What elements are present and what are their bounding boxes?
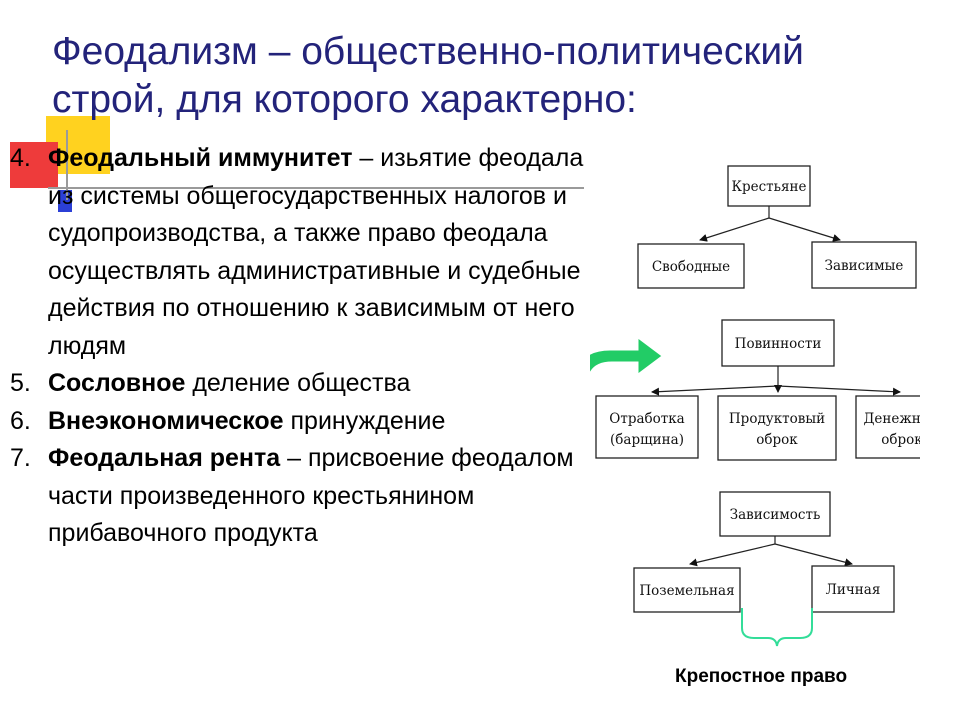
curly-brace-icon [741, 608, 813, 647]
box-produce-rent-label-1: Продуктовый [729, 411, 825, 427]
list-item-term: Внеэкономическое [48, 406, 284, 435]
list-item-number: 6. [10, 406, 38, 435]
box-labor-rent-label-1: Отработка [609, 411, 684, 427]
box-land [633, 567, 741, 613]
box-peasants-label: Крестьяне [732, 179, 807, 195]
list-item-description: деление общества [185, 369, 411, 397]
list-item-term: Сословное [48, 369, 186, 397]
box-free-label: Свободные [652, 259, 730, 275]
decor-red-square [10, 142, 58, 188]
list-item: 4. Феодальный иммунитет – изьятие феодал… [10, 140, 590, 365]
box-personal-label: Личная [826, 582, 881, 598]
decor-blue-square [58, 190, 72, 212]
list-item-text: Феодальная рента – присвоение феодалом ч… [48, 440, 590, 553]
decor-vertical-rule [66, 130, 68, 200]
list-item-number: 4. [10, 144, 38, 172]
box-duties [721, 319, 835, 367]
list-item-term: Феодальный иммунитет [48, 144, 353, 172]
list-item: 5. Сословное деление общества [10, 365, 590, 403]
list-body: 4. Феодальный иммунитет – изьятие феодал… [10, 140, 590, 553]
list-item-text: Феодальный иммунитет – изьятие феодала и… [48, 140, 590, 365]
box-dependent-label: Зависимые [825, 258, 904, 274]
list-item: 6. Внеэкономическое принуждение [10, 403, 590, 441]
box-free [637, 243, 745, 289]
list-item-number: 7. [10, 444, 38, 472]
box-money-rent-label-1: Денежный [863, 411, 920, 427]
box-money-rent-label-2: оброк [881, 432, 920, 448]
list-item: 7. Феодальная рента – присвоение феодало… [10, 440, 590, 553]
box-dependence [719, 491, 831, 537]
feudal-structure-diagram: Крестьяне Свободные Зависимые Повинности… [590, 165, 920, 647]
box-produce-rent-label-2: оброк [756, 432, 798, 448]
list-item-text: Сословное деление общества [48, 365, 590, 403]
box-land-label: Поземельная [639, 583, 734, 599]
decor-horizontal-rule [48, 187, 584, 189]
slide-title: Феодализм – общественно-политический стр… [52, 30, 804, 121]
list-item-text: Внеэкономическое принуждение [48, 403, 590, 441]
box-personal [811, 565, 895, 613]
serfdom-caption: Крепостное право [675, 666, 848, 687]
list-item-description: – присвоение феодалом части произведенно… [48, 444, 574, 547]
list-item-number: 5. [10, 369, 45, 397]
box-dependence-label: Зависимость [730, 507, 821, 523]
box-labor-rent-label-2: (барщина) [610, 432, 684, 448]
box-duties-label: Повинности [735, 336, 822, 352]
list-item-term: Феодальная рента [48, 444, 281, 472]
box-labor-rent [595, 395, 699, 459]
box-dependent [811, 241, 917, 289]
list-item-description: принуждение [283, 406, 446, 435]
box-produce-rent [717, 395, 837, 461]
box-money-rent [855, 395, 920, 459]
green-arrow-icon [590, 337, 663, 375]
list-item-description: – изьятие феодала из системы общегосудар… [48, 144, 584, 360]
